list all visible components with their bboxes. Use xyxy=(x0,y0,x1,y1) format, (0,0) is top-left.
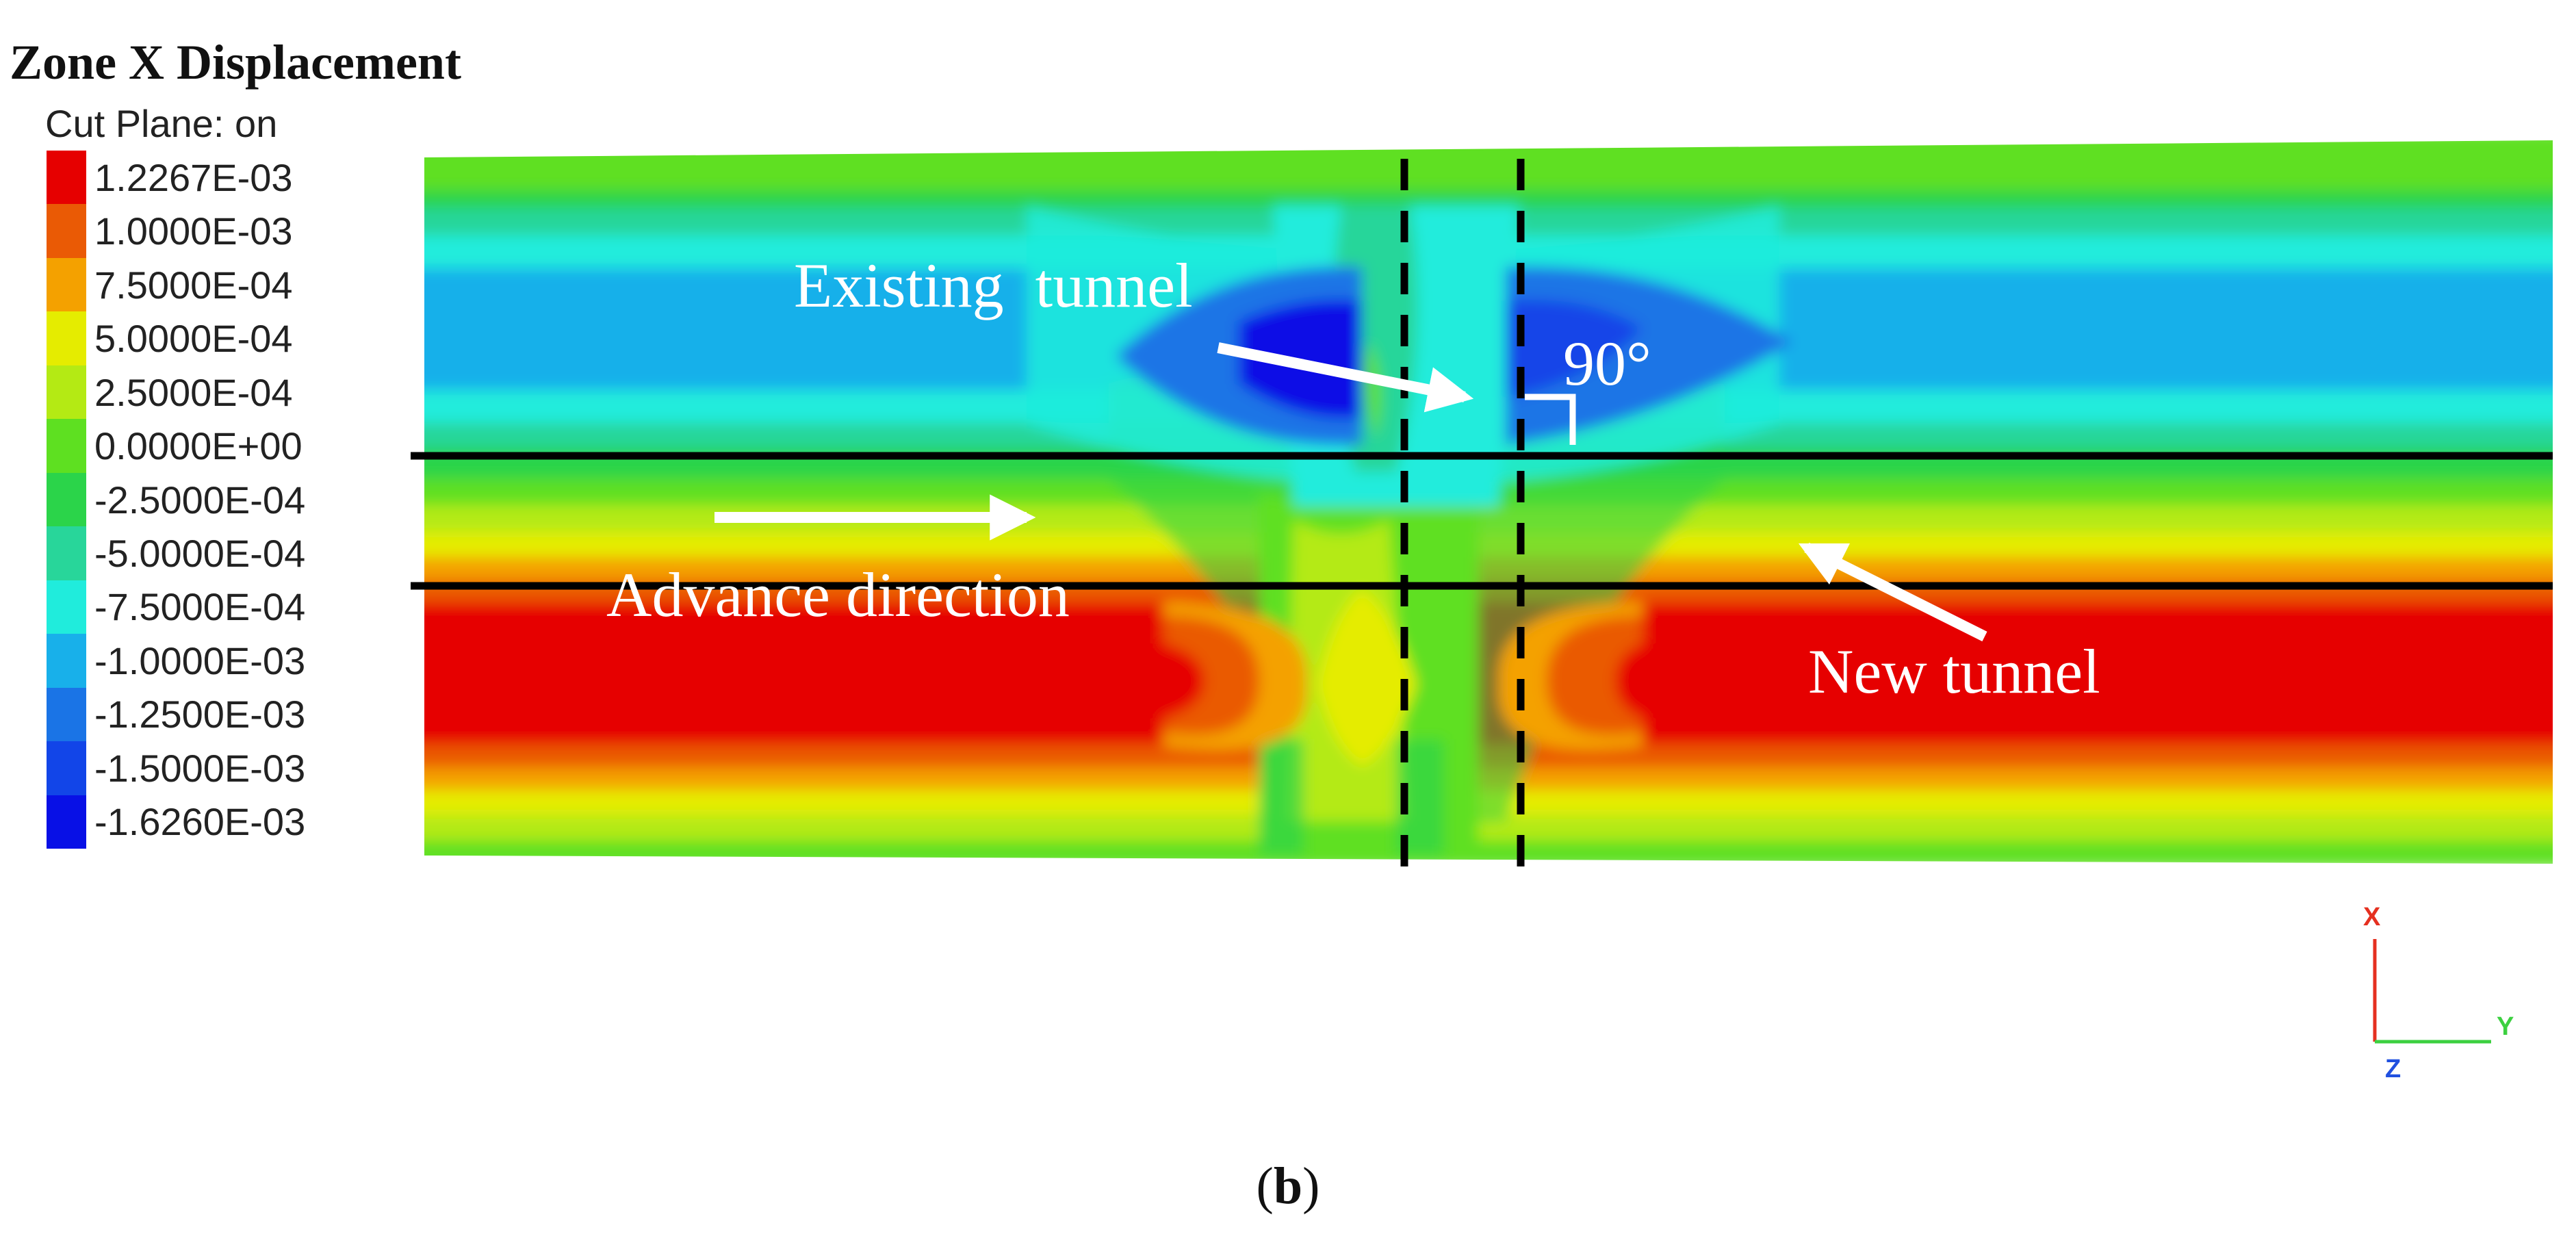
caption-close-paren: ) xyxy=(1302,1157,1320,1215)
legend-swatch xyxy=(47,795,86,849)
legend-value-label: -7.5000E-04 xyxy=(94,585,306,629)
existing-tunnel-label: Existing tunnel xyxy=(794,250,1193,320)
new-tunnel-arrow xyxy=(1798,542,1987,642)
legend-swatch xyxy=(47,204,86,258)
legend-value-label: 5.0000E-04 xyxy=(94,317,293,361)
legend-swatch xyxy=(47,151,86,205)
legend-swatch xyxy=(47,311,86,365)
legend-value-label: -2.5000E-04 xyxy=(94,478,306,522)
legend-value-label: -1.5000E-03 xyxy=(94,746,306,790)
legend-swatch xyxy=(47,741,86,795)
x-axis-label: X xyxy=(2363,903,2381,931)
legend-swatch xyxy=(47,257,86,312)
legend-color-bar xyxy=(47,151,86,849)
legend-value-label: 1.2267E-03 xyxy=(94,155,293,199)
legend-swatch xyxy=(47,419,86,473)
caption-letter: b xyxy=(1273,1157,1303,1215)
displacement-field xyxy=(424,140,2553,864)
figure-caption: (b) xyxy=(0,1157,2576,1216)
y-axis-label: Y xyxy=(2497,1012,2514,1041)
legend-value-label: -1.0000E-03 xyxy=(94,639,306,682)
legend-value-label: 2.5000E-04 xyxy=(94,370,293,414)
axis-triad: X Y Z xyxy=(2363,903,2514,1083)
legend-swatch xyxy=(47,634,86,688)
right-angle-marker xyxy=(1525,394,1576,445)
legend-swatch xyxy=(47,472,86,527)
legend-swatch xyxy=(47,687,86,742)
legend-swatch xyxy=(47,580,86,634)
legend-subtitle: Cut Plane: on xyxy=(45,102,278,145)
z-axis-label: Z xyxy=(2385,1055,2401,1083)
legend-value-label: 0.0000E+00 xyxy=(94,424,302,468)
legend-value-label: -1.2500E-03 xyxy=(94,693,306,736)
legend-swatch xyxy=(47,526,86,580)
advance-direction-label: Advance direction xyxy=(606,560,1070,630)
legend-swatch xyxy=(47,365,86,420)
caption-open-paren: ( xyxy=(1256,1157,1274,1215)
legend-value-label: -5.0000E-04 xyxy=(94,532,306,576)
legend-title: Zone X Displacement xyxy=(10,35,461,90)
legend-value-label: 1.0000E-03 xyxy=(94,209,293,253)
legend-value-label: 7.5000E-04 xyxy=(94,263,293,307)
angle-label: 90° xyxy=(1563,329,1651,398)
new-tunnel-label: New tunnel xyxy=(1808,637,2100,706)
existing-tunnel-arrow xyxy=(1217,342,1474,413)
legend-labels: 1.2267E-03 1.0000E-03 7.5000E-04 5.0000E-04… xyxy=(94,151,305,849)
legend-value-label: -1.6260E-03 xyxy=(94,800,306,844)
